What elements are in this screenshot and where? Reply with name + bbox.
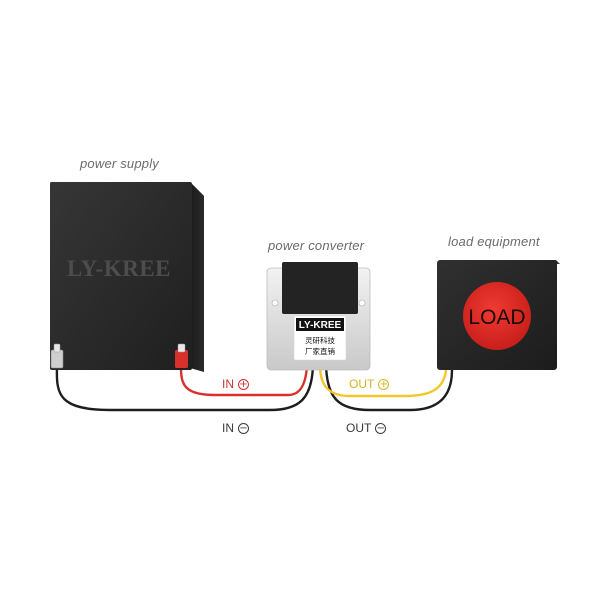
power-converter-label: power converter <box>268 238 365 253</box>
plus-icon: + <box>378 378 390 390</box>
converter-brand-text: LY-KREE <box>299 320 342 331</box>
minus-icon: − <box>375 422 387 434</box>
load-equipment-label: load equipment <box>448 234 540 249</box>
power-supply-box <box>50 182 204 372</box>
in-negative-label: IN − <box>222 421 249 435</box>
out-negative-label: OUT − <box>346 421 387 435</box>
converter-label-line1: 灵研科技 <box>305 335 335 345</box>
wire-in-positive <box>179 363 309 397</box>
wire-out-positive <box>318 363 448 398</box>
converter-label-line2: 厂家直销 <box>305 346 335 356</box>
plus-icon: + <box>238 378 249 390</box>
in-positive-label: IN + <box>222 377 249 391</box>
negative-terminal <box>50 349 64 369</box>
out-positive-text: OUT <box>349 377 375 391</box>
wire-in-negative <box>55 363 315 412</box>
load-equipment-box <box>437 260 560 370</box>
minus-icon: − <box>238 422 249 434</box>
load-red-circle <box>463 282 531 350</box>
supply-brand-text: LY-KREE <box>67 256 171 281</box>
power-supply-label: power supply <box>80 156 159 171</box>
power-converter-box <box>266 262 371 371</box>
out-positive-label: OUT + <box>349 377 390 391</box>
wire-out-negative <box>324 363 454 412</box>
out-negative-text: OUT <box>346 421 372 435</box>
in-positive-text: IN <box>222 377 234 391</box>
in-negative-text: IN <box>222 421 234 435</box>
positive-terminal <box>175 350 188 368</box>
load-text: LOAD <box>468 306 525 329</box>
